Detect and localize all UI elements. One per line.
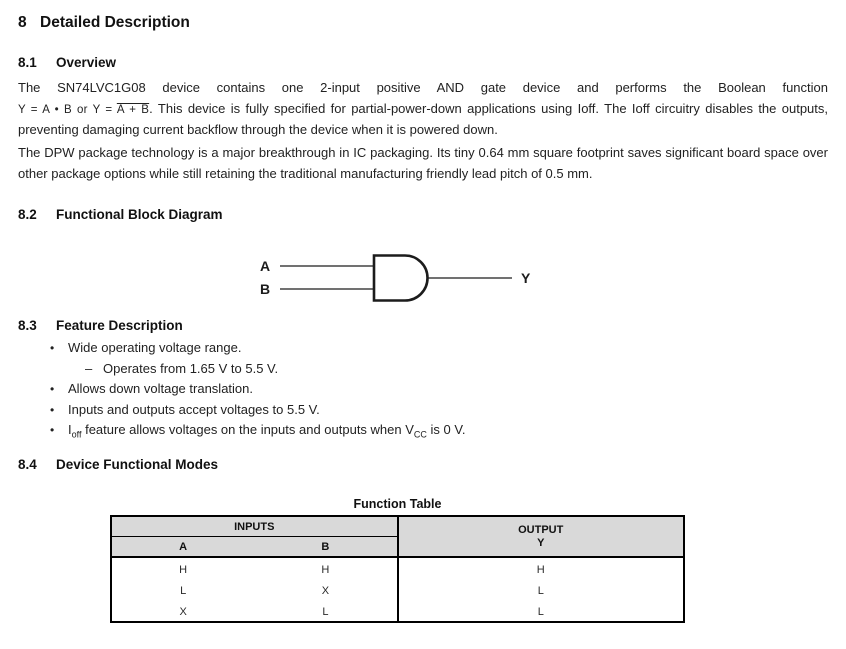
functional-modes-heading: 8.4 Device Functional Modes <box>18 457 218 472</box>
table-subheader-row: A B <box>111 536 684 558</box>
inputs-header: INPUTS <box>111 516 398 537</box>
feature-item-text: Allows down voltage translation. <box>68 381 253 397</box>
overview-title: Overview <box>56 55 117 70</box>
overview-heading: 8.1 Overview <box>18 55 116 70</box>
column-b-header: B <box>254 536 398 558</box>
section-number: 8 <box>18 14 27 31</box>
feature-description-title: Feature Description <box>56 318 183 333</box>
block-diagram-number: 8.2 <box>18 207 37 222</box>
bullet-marker: • <box>50 382 55 397</box>
output-header-label: OUTPUT <box>518 523 564 536</box>
overview-paragraph-1-text: . This device is fully specified for par… <box>18 100 829 138</box>
feature-item-text: Ioff feature allows voltages on the inpu… <box>68 422 466 440</box>
input-a-label: A <box>260 258 270 274</box>
feature-item: • Wide operating voltage range. <box>18 338 465 359</box>
feature-item: • Inputs and outputs accept voltages to … <box>18 400 465 421</box>
table-row: X L L <box>111 600 684 622</box>
and-gate-symbol <box>372 254 429 302</box>
functional-block-diagram: A B Y <box>250 249 540 307</box>
column-a-header: A <box>111 536 255 558</box>
and-gate-diagram: A B Y <box>260 254 531 302</box>
table-cell-a: L <box>180 584 187 597</box>
feature-item: • Allows down voltage translation. <box>18 379 465 400</box>
block-diagram-heading: 8.2 Functional Block Diagram <box>18 207 223 222</box>
feature-description-heading: 8.3 Feature Description <box>18 318 183 333</box>
function-table-caption: Function Table <box>353 497 442 511</box>
table-cell-a: H <box>179 563 188 576</box>
overview-paragraph-1-rest: Y = A • B or Y = A + B. This device is f… <box>18 99 828 141</box>
feature-subitem: – Operates from 1.65 V to 5.5 V. <box>18 359 465 380</box>
table-cell-a: X <box>179 605 187 618</box>
section-title: Detailed Description <box>40 14 190 31</box>
boolean-formula-overlined: A + B <box>116 103 150 116</box>
feature-item-text: Wide operating voltage range. <box>68 340 242 355</box>
section-heading: 8 Detailed Description <box>18 14 190 32</box>
feature-subitem-text: Operates from 1.65 V to 5.5 V. <box>103 360 279 376</box>
vcc-subscript: CC <box>413 429 427 440</box>
overview-paragraph-2: The DPW package technology is a major br… <box>18 145 828 181</box>
table-row: L X L <box>111 579 684 600</box>
output-y-label: Y <box>521 270 531 286</box>
dash-marker: – <box>85 360 93 376</box>
bullet-marker: • <box>50 402 55 417</box>
block-diagram-title: Functional Block Diagram <box>56 207 223 222</box>
feature-list: • Wide operating voltage range. – Operat… <box>18 338 465 441</box>
table-cell-y: L <box>396 600 684 622</box>
input-b-label: B <box>260 281 270 297</box>
feature-item-text: Inputs and outputs accept voltages to 5.… <box>68 401 320 417</box>
functional-modes-title: Device Functional Modes <box>56 457 219 472</box>
functional-modes-number: 8.4 <box>18 457 37 472</box>
overview-paragraph-1-line1: The SN74LVC1G08 device contains one 2-in… <box>18 80 828 95</box>
feature-description-number: 8.3 <box>18 318 37 333</box>
table-cell-b: H <box>321 563 330 576</box>
bullet-marker: • <box>50 423 55 438</box>
function-table: INPUTS OUTPUT Y A B H H H L X L X L L <box>110 515 685 623</box>
output-header: OUTPUT Y <box>396 516 684 558</box>
output-y-header: Y <box>537 536 545 549</box>
overview-number: 8.1 <box>18 55 37 70</box>
table-cell-y: L <box>396 579 684 600</box>
table-row: H H H <box>111 557 684 579</box>
overview-paragraph-1: The SN74LVC1G08 device contains one 2-in… <box>18 78 828 141</box>
feature-item: • Ioff feature allows voltages on the in… <box>18 420 465 441</box>
table-cell-b: X <box>321 584 330 597</box>
table-cell-y: H <box>396 557 684 579</box>
boolean-formula: Y = A • B or Y = A + B <box>18 103 150 116</box>
table-header-row: INPUTS OUTPUT Y <box>111 516 684 558</box>
bullet-marker: • <box>50 341 55 355</box>
ioff-subscript: off <box>71 429 82 440</box>
table-cell-b: L <box>322 605 329 618</box>
